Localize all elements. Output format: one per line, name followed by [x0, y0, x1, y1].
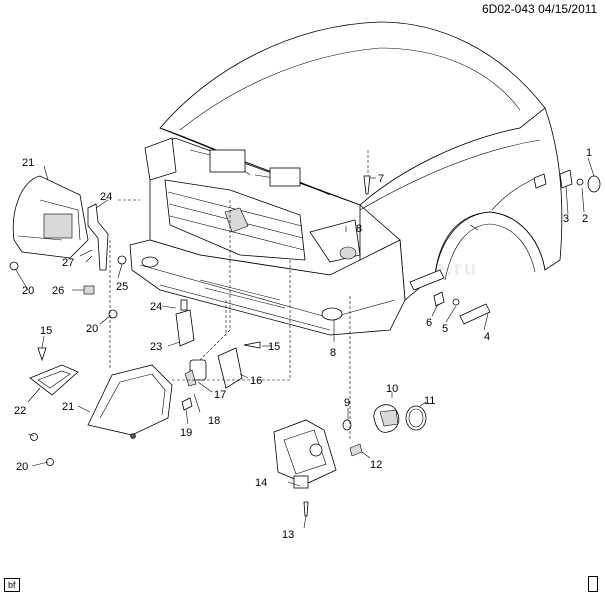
callout-20-a: 20	[22, 285, 34, 297]
callout-2: 2	[582, 213, 588, 225]
callout-5: 5	[442, 323, 448, 335]
callout-13: 13	[282, 529, 294, 541]
clip	[117, 255, 127, 265]
headlamp-seal	[29, 364, 79, 396]
headlamp-parts	[181, 347, 243, 411]
callout-25: 25	[116, 281, 128, 293]
callout-1: 1	[586, 147, 592, 159]
callout-21-lower: 21	[62, 401, 74, 413]
bracket-upper	[87, 203, 109, 271]
callout-14: 14	[255, 477, 267, 489]
callout-16: 16	[250, 375, 262, 387]
fog-lamp-housing	[273, 419, 337, 489]
callout-24-lower: 24	[150, 301, 162, 313]
callout-4: 4	[484, 331, 490, 343]
callout-9: 9	[344, 397, 350, 409]
callout-15-right: 15	[268, 341, 280, 353]
headlamp-assembly-lower	[87, 364, 173, 439]
callout-20-b: 20	[86, 323, 98, 335]
callout-17: 17	[214, 389, 226, 401]
callout-26: 26	[52, 285, 64, 297]
vehicle-front-end	[129, 21, 563, 336]
callout-23: 23	[150, 341, 162, 353]
callout-24-upper: 24	[100, 191, 112, 203]
corner-label-left: bf	[4, 578, 20, 592]
callout-22: 22	[14, 405, 26, 417]
callout-19: 19	[180, 427, 192, 439]
bracket-lower	[175, 299, 195, 347]
side-marker-parts	[533, 169, 601, 193]
callout-10: 10	[386, 383, 398, 395]
callout-21-upper: 21	[22, 157, 34, 169]
callout-12: 12	[370, 459, 382, 471]
bracket-27	[79, 249, 93, 257]
callout-6: 6	[426, 317, 432, 329]
fog-lamp-components	[303, 404, 427, 517]
callout-11: 11	[424, 395, 435, 407]
callout-20-c: 20	[16, 461, 28, 473]
leader-lines	[15, 150, 595, 529]
callout-18: 18	[208, 415, 220, 427]
callout-8-lower: 8	[330, 347, 336, 359]
corner-icon	[588, 576, 598, 592]
diagram-code: 6D02-043 04/15/2011	[482, 2, 598, 16]
reflector-parts	[433, 291, 491, 325]
callout-3: 3	[563, 213, 569, 225]
callout-8-upper: 8	[356, 223, 362, 235]
callouts: 1 2 3 4 5 6 7 8 8 9 10 11 12 13 14 15 15…	[14, 147, 592, 541]
callout-15-left: 15	[40, 325, 52, 337]
callout-7: 7	[378, 173, 384, 185]
connector-small	[83, 285, 95, 295]
callout-27: 27	[62, 257, 74, 269]
bolts	[9, 261, 118, 466]
headlamp-assembly-upper	[12, 175, 89, 259]
